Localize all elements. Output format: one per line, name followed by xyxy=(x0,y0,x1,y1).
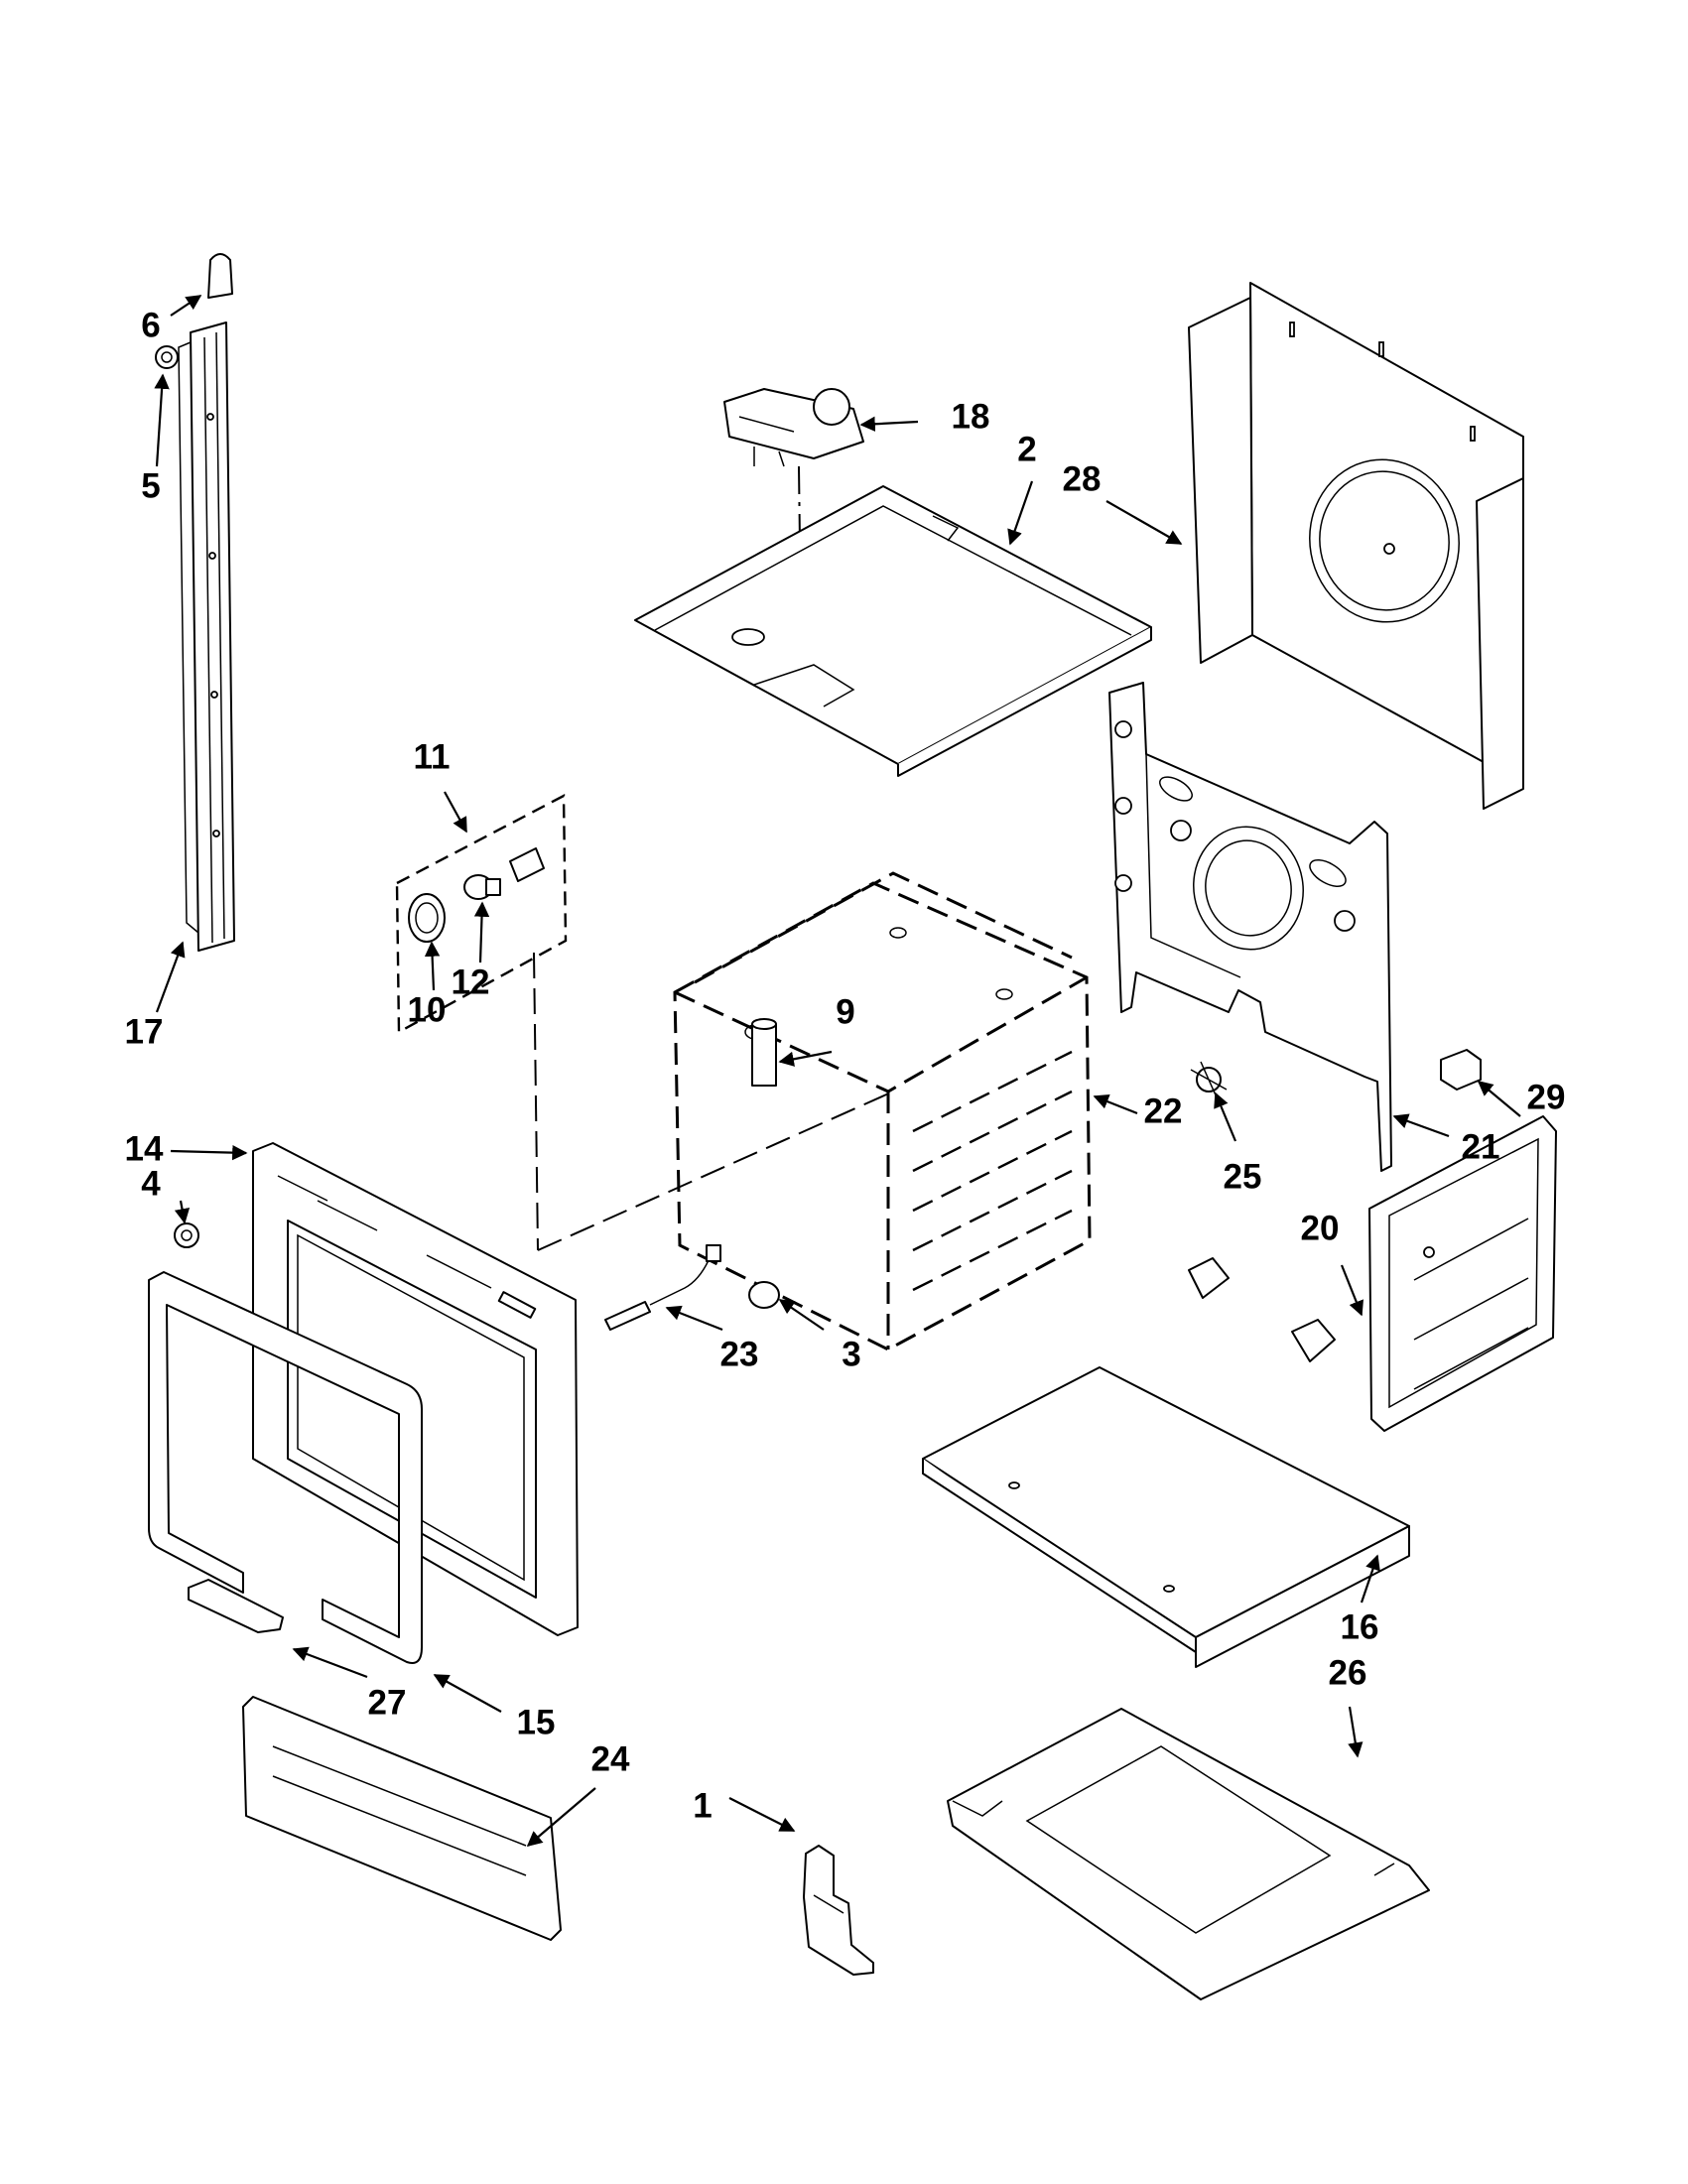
callout-29: 29 xyxy=(1527,1078,1566,1116)
callout-23: 23 xyxy=(720,1335,759,1373)
callout-28: 28 xyxy=(1063,459,1102,498)
part-3-cap xyxy=(748,1281,780,1309)
part-6-end-cap xyxy=(207,253,233,299)
callout-16: 16 xyxy=(1341,1607,1379,1646)
callout-2: 2 xyxy=(1017,430,1036,468)
part-29-clip xyxy=(1440,1049,1482,1091)
part-1-bracket xyxy=(803,1845,874,1976)
callout-22: 22 xyxy=(1144,1092,1183,1130)
callout-11: 11 xyxy=(414,737,451,776)
callout-6: 6 xyxy=(141,306,160,344)
leader-lines xyxy=(154,295,1521,1847)
callout-1: 1 xyxy=(693,1786,712,1825)
callout-21: 21 xyxy=(1462,1127,1500,1166)
part-16-shelf xyxy=(922,1257,1410,1668)
callout-15: 15 xyxy=(517,1703,556,1741)
callout-5: 5 xyxy=(141,466,160,505)
part-20-side-panel xyxy=(1368,1115,1557,1432)
callout-4: 4 xyxy=(141,1164,161,1203)
part-15-gasket xyxy=(148,1271,423,1664)
part-27-strip xyxy=(188,1579,284,1633)
part-12-bulb xyxy=(463,874,501,900)
part-28-rear-panel xyxy=(1188,282,1524,810)
callout-9: 9 xyxy=(836,992,854,1031)
part-17-side-rail xyxy=(178,321,235,952)
part-10-lens xyxy=(408,893,446,943)
part-23-sensor xyxy=(604,1244,721,1331)
part-5-bushing xyxy=(155,345,179,369)
callout-26: 26 xyxy=(1329,1653,1367,1692)
part-2-top-panel xyxy=(634,485,1152,777)
callouts: 6 5 17 18 2 28 11 10 12 9 22 21 29 25 14… xyxy=(125,306,1566,1825)
part-9-sleeve xyxy=(751,1018,777,1087)
callout-20: 20 xyxy=(1301,1209,1340,1247)
part-25-bracket xyxy=(1190,1061,1228,1098)
part-4-knob xyxy=(174,1222,199,1248)
callout-17: 17 xyxy=(125,1012,164,1051)
part-18-latch-assembly xyxy=(723,388,864,467)
callout-12: 12 xyxy=(452,963,490,1001)
callout-24: 24 xyxy=(591,1739,630,1778)
callout-14: 14 xyxy=(125,1129,164,1168)
part-22-oven-cavity xyxy=(673,871,1092,1351)
callout-25: 25 xyxy=(1224,1157,1262,1196)
part-11-light-assembly xyxy=(395,794,568,1035)
callout-18: 18 xyxy=(952,397,990,436)
part-26-bottom-tray xyxy=(947,1708,1430,2000)
part-24-vent-strip xyxy=(242,1696,562,1941)
callout-3: 3 xyxy=(842,1335,860,1373)
callout-27: 27 xyxy=(368,1683,407,1722)
part-21-rear-liner-panel xyxy=(1108,682,1392,1172)
callout-10: 10 xyxy=(408,990,447,1029)
